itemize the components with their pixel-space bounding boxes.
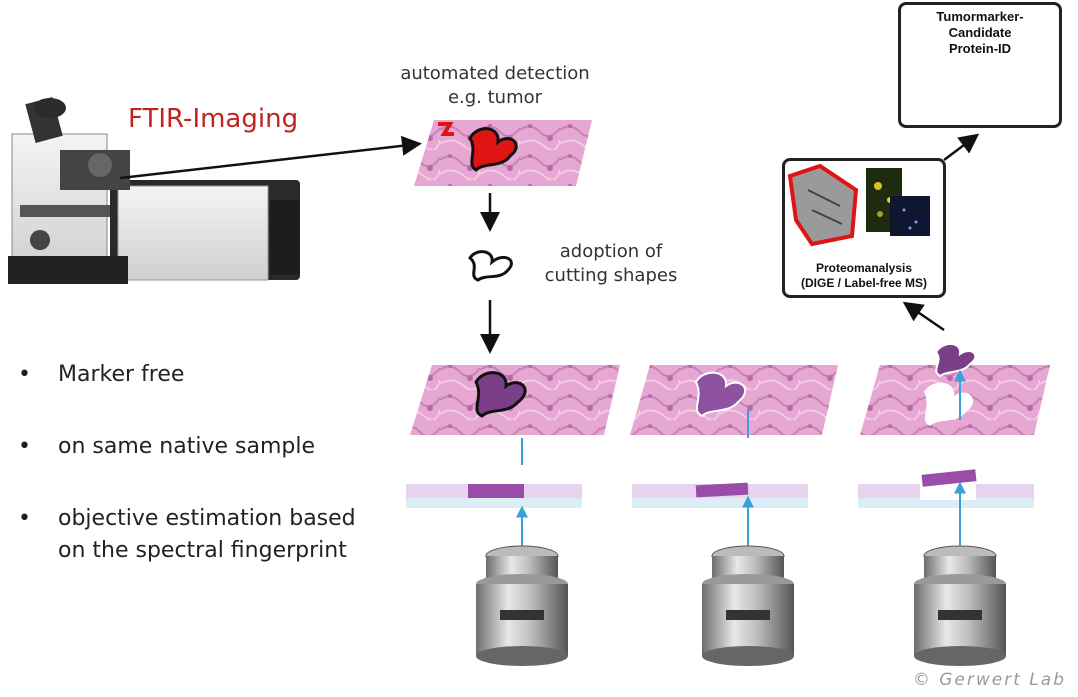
bullet-list: • Marker free • on same native sample • … [18, 360, 398, 580]
bullet-text: objective estimation based [58, 506, 356, 531]
tumormarker-line2: Candidate [948, 25, 1012, 40]
bullet-symbol: • [18, 506, 31, 531]
tissue-cut-2 [630, 365, 838, 435]
adoption-caption: adoption of cutting shapes [536, 240, 686, 288]
bullet-text: on the spectral fingerprint [58, 538, 347, 563]
arrow-to-tumormarker [943, 133, 980, 161]
tissue-detection [414, 120, 592, 186]
adoption-caption-line1: adoption of [559, 241, 663, 262]
ftir-instrument [8, 97, 300, 284]
objective-2 [702, 545, 794, 666]
proteomanalysis-line1: Proteomanalysis [815, 261, 913, 275]
objective-1 [476, 545, 568, 666]
proteomanalysis-title: Proteomanalysis (DIGE / Label-free MS) [785, 261, 943, 291]
copyright-watermark: © Gerwert Lab [912, 670, 1066, 690]
proteome-images [787, 163, 930, 247]
tissue-cut-3 [860, 343, 1050, 435]
tissue-cut-1 [410, 365, 620, 435]
tumormarker-title: Tumormarker- Candidate Protein-ID [901, 9, 1059, 57]
tumormarker-line1: Tumormarker- [936, 9, 1024, 24]
arrow-to-proteomanalysis [902, 301, 945, 332]
slides [406, 469, 1034, 508]
detection-caption-line1: automated detection [400, 63, 590, 84]
objective-3 [914, 545, 1006, 666]
tumormarker-box: Tumormarker- Candidate Protein-ID [898, 2, 1062, 128]
arrow-ftir-to-detection [119, 135, 422, 180]
detection-caption-line2: e.g. tumor [447, 87, 543, 108]
bullet-symbol: • [18, 362, 31, 387]
bullet-symbol: • [18, 434, 31, 459]
cutting-shape [468, 250, 513, 282]
proteomanalysis-box: Proteomanalysis (DIGE / Label-free MS) [782, 158, 946, 298]
adoption-caption-line2: cutting shapes [544, 265, 678, 286]
detection-caption: automated detection e.g. tumor [385, 62, 605, 110]
ftir-imaging-label: FTIR-Imaging [128, 104, 299, 134]
tumormarker-line3: Protein-ID [948, 41, 1012, 56]
proteomanalysis-line2: (DIGE / Label-free MS) [800, 276, 928, 290]
bullet-text: Marker free [58, 362, 185, 387]
bullet-text: on same native sample [58, 434, 315, 459]
